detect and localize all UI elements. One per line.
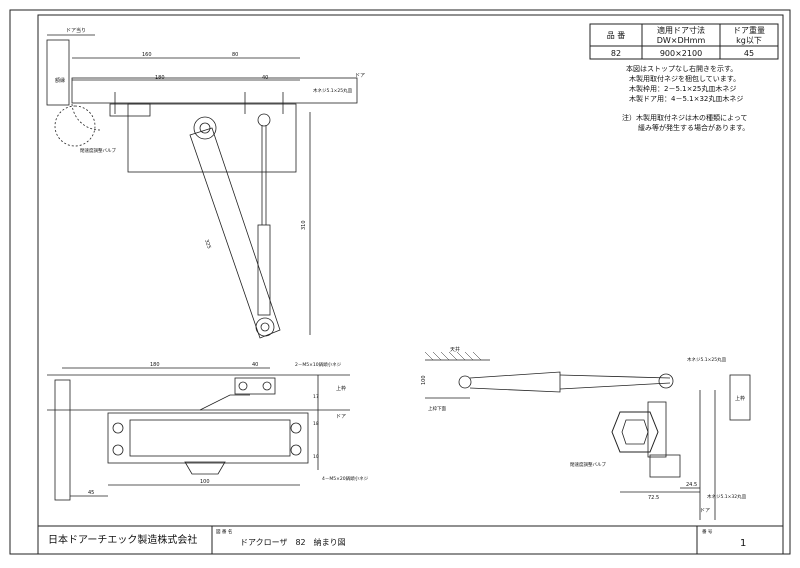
dim-80: 80 xyxy=(232,52,238,58)
dim-310: 310 xyxy=(301,220,307,230)
title-label: 図 番 名 xyxy=(216,528,232,535)
dim-325: 325 xyxy=(203,239,212,250)
dim-24: 24.5 xyxy=(686,482,697,488)
notes: 本図はストップなし右開きを示す。 木製用取付ネジを梱包しています。 木製枠用：2… xyxy=(622,64,749,132)
label-speed-valve-top: 閉速度調整バルブ xyxy=(80,147,116,154)
dim-180-top: 180 xyxy=(155,75,165,81)
label-wood-screw-side-bottom: 木ネジ5.1×32丸皿 xyxy=(707,493,747,500)
dim-160: 160 xyxy=(142,52,152,58)
dim-18: 18 xyxy=(313,421,319,427)
spec-value-size: 900×2100 xyxy=(660,49,702,58)
spec-header-size: 適用ドア寸法 xyxy=(657,25,705,35)
dim-180-front: 180 xyxy=(150,362,160,368)
label-body-screws: 4－M5×20鍋頭小ネジ xyxy=(322,475,369,482)
caution-line: 注）木製用取付ネジは木の種類によって xyxy=(622,113,747,122)
dim-17: 17 xyxy=(313,394,319,400)
label-wood-screw-side-top: 木ネジ5.1×25丸皿 xyxy=(687,356,727,363)
label-ceiling: 天井 xyxy=(450,346,460,353)
title-block: 日本ドアーチエック製造株式会社 図 番 名 ドアクローザ 82 納まり図 番 号… xyxy=(37,525,784,555)
label-frame-upper-side: 上枠 xyxy=(735,395,745,402)
label-speed-valve-side: 閉速度調整バルブ xyxy=(570,461,606,468)
drawing-title: ドアクローザ 82 納まり図 xyxy=(240,537,346,547)
dim-72: 72.5 xyxy=(648,495,659,501)
spec-value-model: 82 xyxy=(611,49,621,58)
dim-45: 45 xyxy=(88,490,94,496)
spec-table: 品 番 適用ドア寸法 DW×DHmm ドア重量 kg以下 82 900×2100… xyxy=(589,23,779,60)
spec-subheader-size: DW×DHmm xyxy=(657,36,706,45)
label-frame-bottom: 上枠下面 xyxy=(428,405,446,412)
note-line: 木製用取付ネジを梱包しています。 xyxy=(629,74,740,83)
label-door: ドア xyxy=(355,73,365,79)
label-door-front: ドア xyxy=(336,414,346,420)
caution-line: 緩み等が発生する場合があります。 xyxy=(638,123,749,132)
label-wood-screw-top: 木ネジ5.1×25丸皿 xyxy=(313,87,353,94)
label-frame-upper-front: 上枠 xyxy=(336,385,346,392)
note-line: 木製枠用：2－5.1×25丸皿木ネジ xyxy=(629,84,736,93)
note-line: 木製ドア用：4－5.1×32丸皿木ネジ xyxy=(629,94,743,103)
dim-40-top: 40 xyxy=(262,75,268,81)
note-line: 本図はストップなし右開きを示す。 xyxy=(626,64,737,73)
dim-10: 10 xyxy=(313,454,319,460)
dim-100-front: 100 xyxy=(200,479,210,485)
label-door-side: ドア xyxy=(700,508,710,514)
spec-value-weight: 45 xyxy=(744,49,754,58)
company-name: 日本ドアーチエック製造株式会社 xyxy=(48,533,197,546)
label-bracket-screws: 2－M5×10鍋頭小ネジ xyxy=(295,361,342,368)
sheet-number: 1 xyxy=(740,538,746,549)
top-view: ドア当り 額縁 ドア 160 80 180 40 木ネジ5.1×25丸皿 xyxy=(46,27,365,339)
spec-subheader-weight: kg以下 xyxy=(736,36,762,45)
front-view: 上枠 ドア 180 40 2－M5×10鍋頭小ネジ 100 45 4－M5×20… xyxy=(47,361,369,501)
side-view: 天井 上枠下面 100 上枠 ドア 木ネジ5.1×25丸皿 木ネジ5.1×32丸… xyxy=(421,346,751,520)
spec-header-weight: ドア重量 xyxy=(733,25,765,35)
sheet-label: 番 号 xyxy=(702,528,713,535)
spec-header-model: 品 番 xyxy=(607,30,626,40)
label-door-stop: ドア当り xyxy=(66,27,86,34)
dim-100-side: 100 xyxy=(421,375,427,385)
label-frame: 額縁 xyxy=(55,77,65,84)
dim-40-front: 40 xyxy=(252,362,258,368)
